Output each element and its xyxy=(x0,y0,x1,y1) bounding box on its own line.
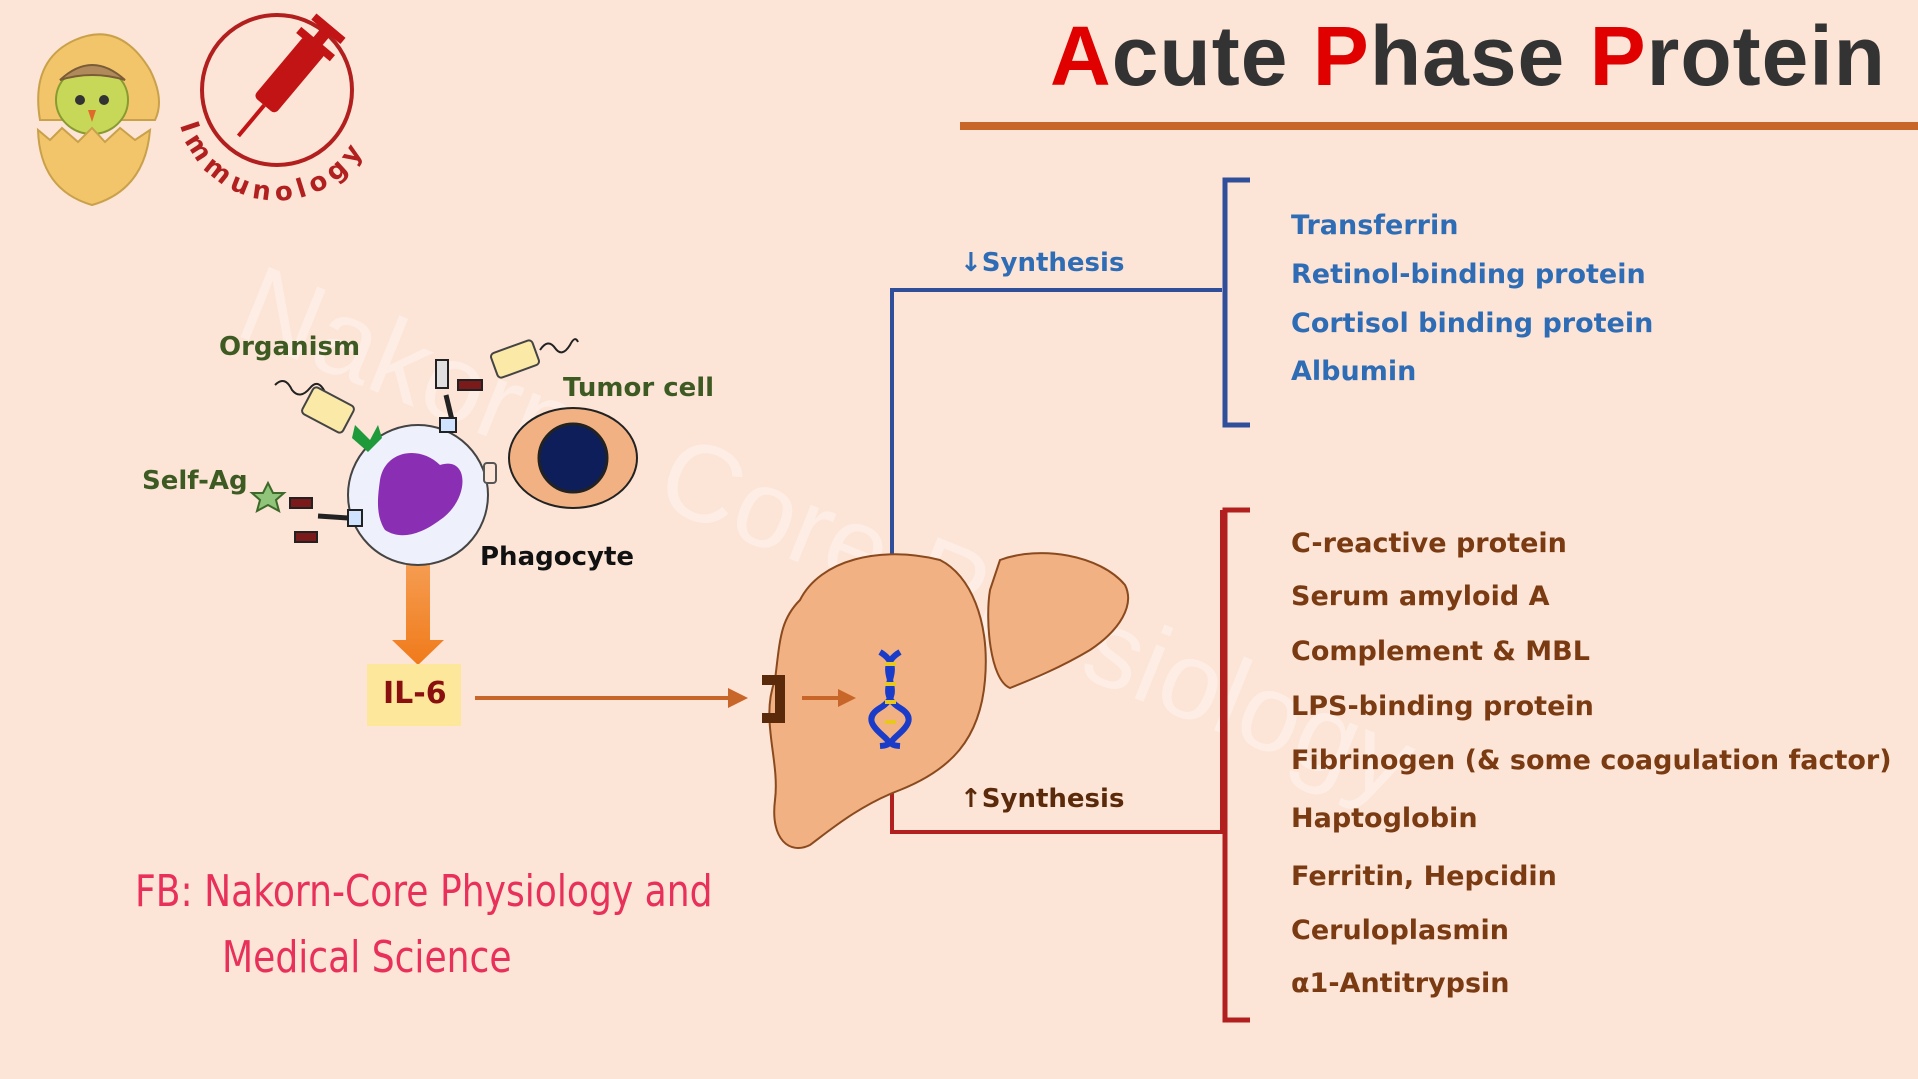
phagocyte-icon xyxy=(347,424,489,566)
credit-line-1: FB: Nakorn-Core Physiology and xyxy=(135,866,713,917)
increased-protein-item: Complement & MBL xyxy=(1291,636,1590,667)
decrease-synthesis-label: ↓Synthesis xyxy=(960,248,1125,278)
self-ag-label: Self-Ag xyxy=(142,466,248,496)
organism-icon xyxy=(274,380,382,452)
decreased-protein-item: Transferrin xyxy=(1291,210,1459,241)
immunology-logo-icon: Immunology xyxy=(173,13,366,208)
receptor-icon xyxy=(762,675,785,723)
tumor-cell-label: Tumor cell xyxy=(563,373,715,403)
up-arrow-icon: ↑ xyxy=(960,784,982,814)
increased-protein-item: Serum amyloid A xyxy=(1291,581,1550,612)
increased-protein-item: Fibrinogen (& some coagulation factor) xyxy=(1291,745,1892,776)
increase-path-line xyxy=(890,510,1224,834)
decreased-protein-item: Cortisol binding protein xyxy=(1291,308,1654,339)
self-antigen-icon xyxy=(249,480,287,514)
down-arrow-icon: ↓ xyxy=(960,248,982,278)
title-underline xyxy=(960,122,1918,130)
increase-synthesis-label: ↑Synthesis xyxy=(960,784,1125,814)
antibody-receptor-left-icon xyxy=(289,497,363,543)
decrease-path-line xyxy=(890,288,1222,633)
organism-top-icon xyxy=(490,338,579,379)
il6-label: IL-6 xyxy=(383,676,447,711)
antibody-receptor-top-icon xyxy=(435,359,483,433)
increased-protein-item: Ferritin, Hepcidin xyxy=(1291,861,1557,892)
chick-logo-icon xyxy=(36,33,160,207)
phagocyte-label: Phagocyte xyxy=(480,542,635,572)
organism-label: Organism xyxy=(219,332,361,362)
tumor-cell-icon xyxy=(508,407,638,509)
il6-box xyxy=(367,664,461,726)
liver-icon xyxy=(768,553,987,849)
page-title: Acute Phase Protein xyxy=(1050,9,1886,103)
increased-protein-item: C-reactive protein xyxy=(1291,528,1567,559)
dna-icon xyxy=(868,649,912,749)
increased-protein-item: Ceruloplasmin xyxy=(1291,915,1509,946)
decreased-protein-item: Retinol-binding protein xyxy=(1291,259,1646,290)
increased-protein-item: Haptoglobin xyxy=(1291,803,1478,834)
phagocyte-to-il6-arrow xyxy=(392,548,444,665)
increased-protein-item: LPS-binding protein xyxy=(1291,691,1594,722)
decrease-bracket xyxy=(1222,177,1250,428)
credit-line-2: Medical Science xyxy=(222,932,512,983)
liver-lobe-icon xyxy=(987,552,1130,690)
increase-bracket xyxy=(1222,507,1250,1023)
increased-protein-item: α1-Antitrypsin xyxy=(1291,968,1510,999)
decreased-protein-item: Albumin xyxy=(1291,356,1417,387)
